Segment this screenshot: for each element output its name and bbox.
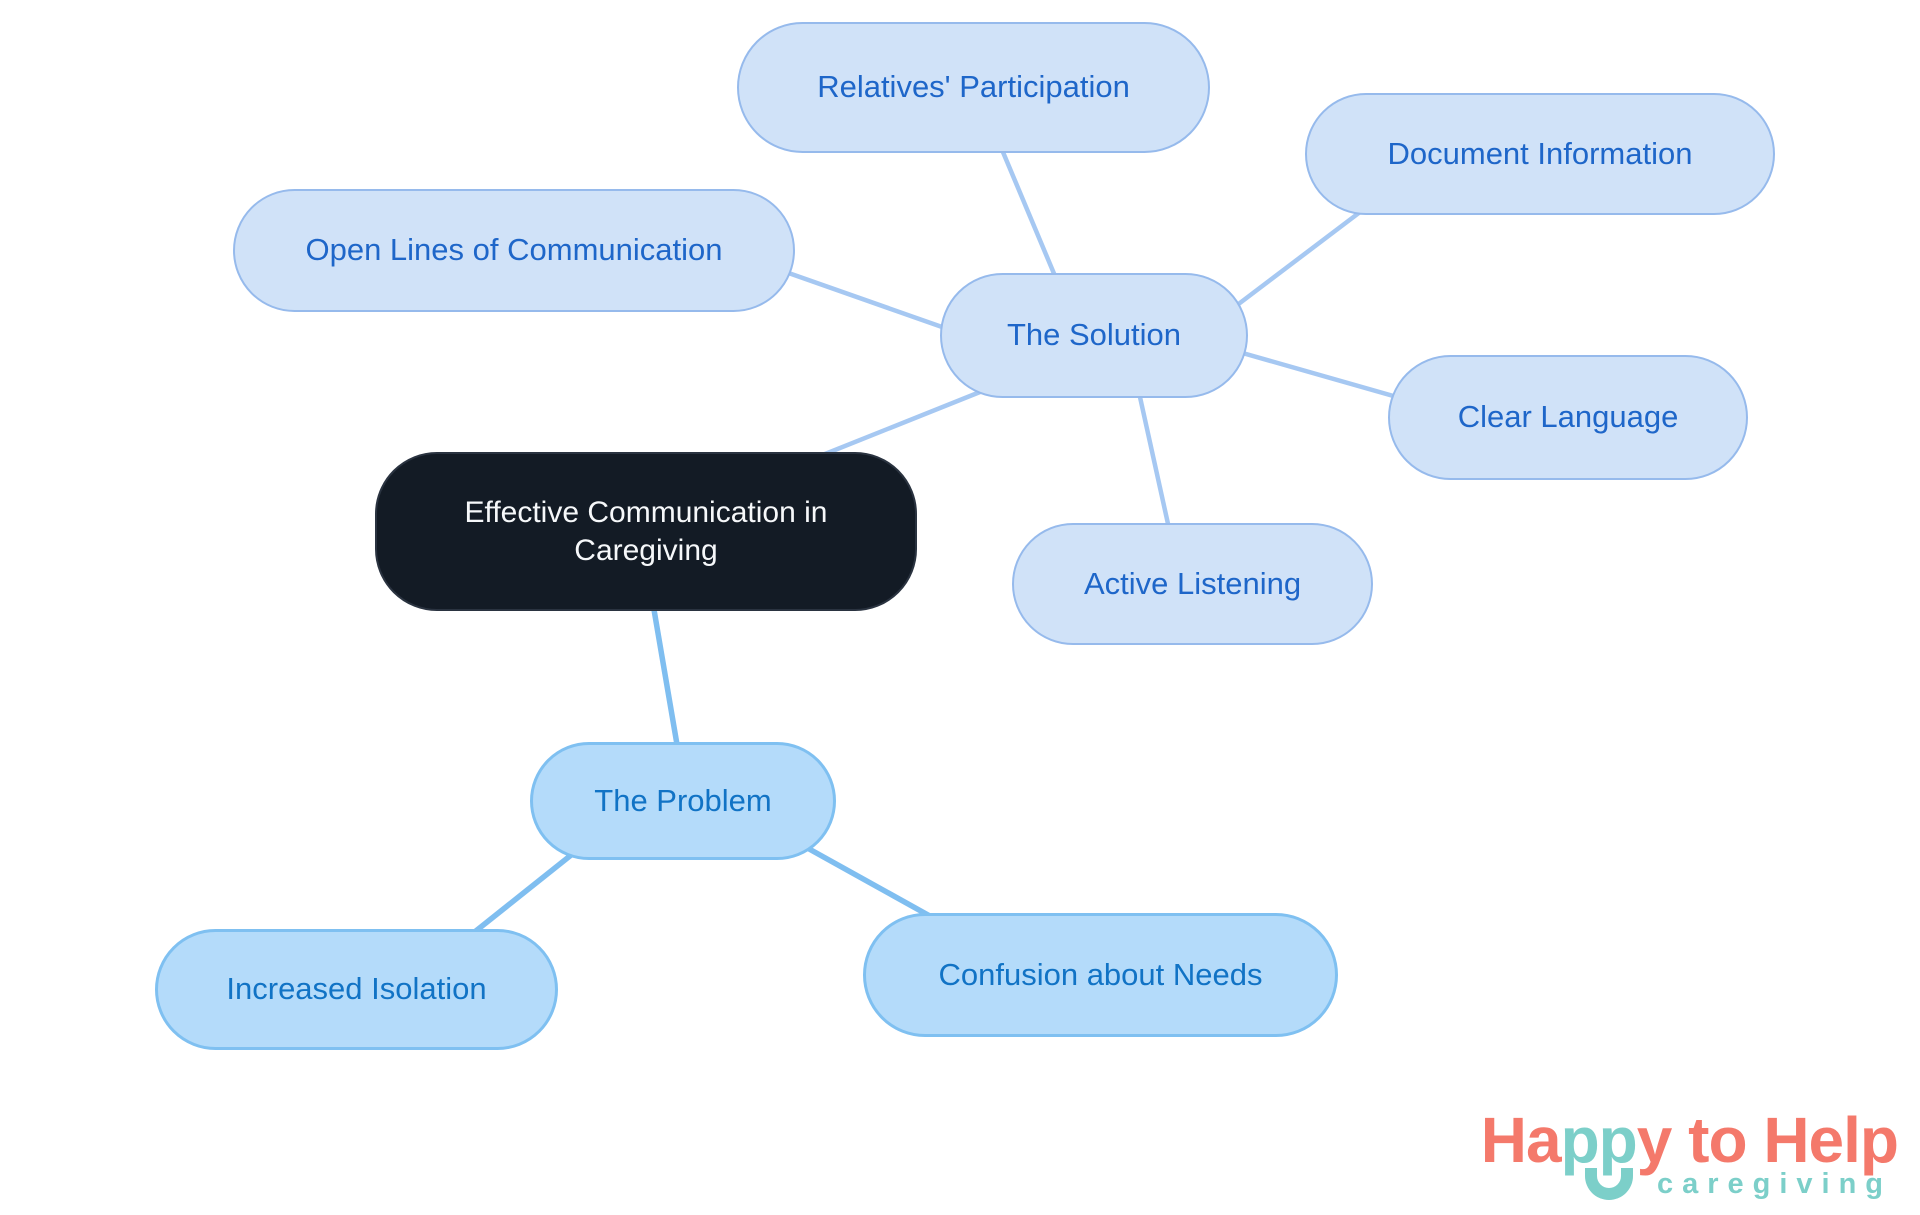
logo-wordmark: Happy to Help — [1481, 1108, 1899, 1172]
confusion-about-needs-label: Confusion about Needs — [938, 956, 1263, 992]
node-clear-language: Clear Language — [1388, 355, 1748, 480]
logo-word-to: to — [1671, 1104, 1764, 1176]
edge-solution-active — [1135, 387, 1175, 543]
edge-solution-document — [1226, 201, 1374, 314]
active-listening-label: Active Listening — [1083, 565, 1302, 601]
clear-language-label: Clear Language — [1457, 399, 1679, 435]
relatives-participation-label: Relatives' Participation — [817, 69, 1130, 105]
node-the-solution: The Solution — [940, 273, 1248, 398]
edge-solution-relatives — [997, 144, 1066, 296]
logo-word-start: Ha — [1480, 1104, 1562, 1176]
document-information-label: Document Information — [1387, 135, 1693, 171]
happy-to-help-logo: Happy to Help caregiving — [1481, 1108, 1899, 1201]
central-topic-label: Effective Communication in Caregiving — [464, 496, 828, 567]
the-problem-label: The Problem — [594, 782, 772, 818]
the-solution-label: The Solution — [1006, 317, 1182, 353]
logo-word-help: Help — [1763, 1104, 1899, 1176]
increased-isolation-label: Increased Isolation — [226, 971, 487, 1007]
node-confusion-about-needs: Confusion about Needs — [863, 913, 1338, 1037]
node-active-listening: Active Listening — [1012, 523, 1373, 645]
edge-problem-isolation — [460, 837, 592, 945]
node-relatives-participation: Relatives' Participation — [737, 22, 1210, 153]
node-central-topic: Effective Communication in Caregiving — [375, 452, 917, 611]
edge-central-solution — [814, 387, 986, 461]
logo-word-mid: pp — [1560, 1104, 1638, 1176]
edge-solution-openlines — [779, 267, 963, 337]
logo-word-end: y — [1636, 1104, 1673, 1176]
node-document-information: Document Information — [1305, 93, 1775, 215]
node-increased-isolation: Increased Isolation — [155, 929, 558, 1050]
logo-tagline: caregiving — [1656, 1168, 1892, 1200]
edge-central-problem — [649, 597, 683, 763]
node-open-lines-of-communication: Open Lines of Communication — [233, 189, 795, 312]
edge-solution-clear — [1231, 347, 1419, 406]
node-the-problem: The Problem — [530, 742, 836, 860]
open-lines-label: Open Lines of Communication — [305, 232, 723, 268]
